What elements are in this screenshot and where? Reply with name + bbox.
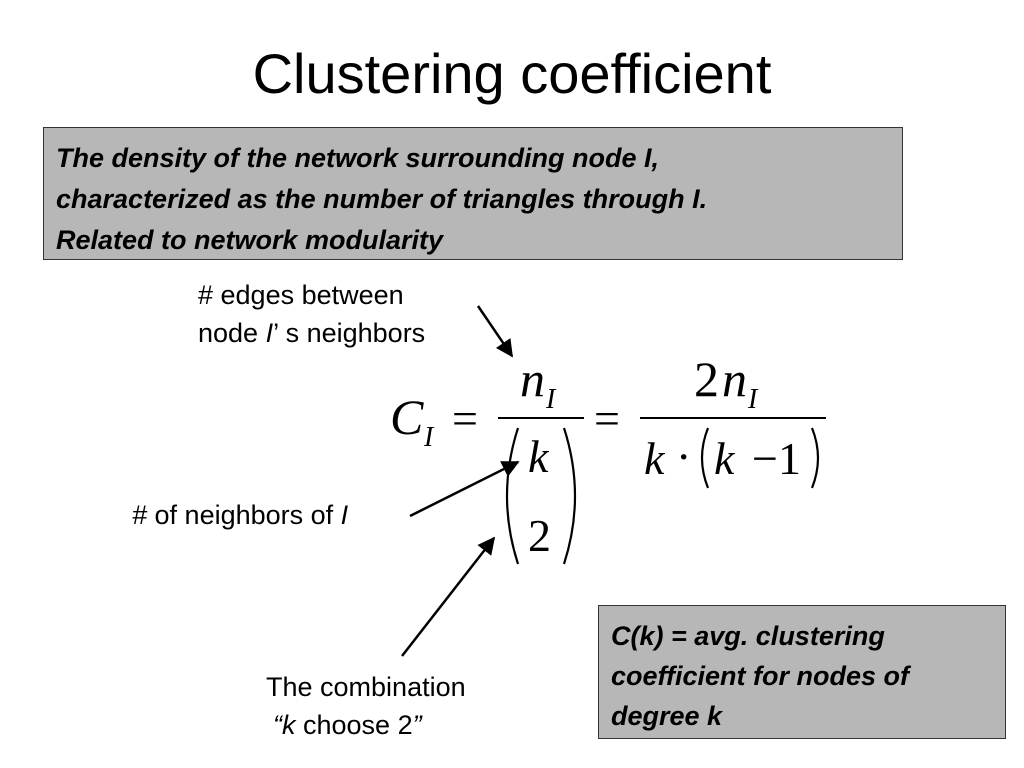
formula-c-subscript: I: [423, 422, 435, 453]
formula-equals-2: =: [594, 393, 620, 444]
ck-line-2: coefficient for nodes of: [611, 661, 910, 691]
binomial-right-paren: [562, 427, 577, 565]
binomial-2: 2: [528, 510, 551, 561]
formula-equals-1: =: [452, 393, 478, 444]
neighbors-text: of neighbors of: [147, 500, 341, 530]
denominator-minus-one: −1: [752, 433, 801, 484]
slide-title: Clustering coefficient: [252, 42, 772, 105]
ck-definition-box: C(k) = avg. clustering coefficient for n…: [598, 605, 1006, 739]
combination-close-quote: ”: [412, 710, 422, 740]
denominator-dot: ·: [676, 431, 691, 482]
combination-line-1: The combination: [266, 672, 466, 702]
ck-line-1: C(k) = avg. clustering: [611, 621, 885, 651]
edges-annotation-line-2: node I’ s neighbors: [198, 314, 425, 352]
definition-line-1: The density of the network surrounding n…: [56, 143, 660, 173]
edges-node-var: I: [265, 318, 274, 348]
edges-node-word: node: [198, 318, 266, 348]
combination-arrow: [401, 536, 496, 657]
binomial-left-paren: [505, 427, 520, 565]
formula-2: 2: [694, 351, 719, 407]
denominator-k1: k: [644, 433, 666, 484]
combination-annotation: The combination “k choose 2”: [266, 668, 466, 744]
definition-box: The density of the network surrounding n…: [43, 127, 903, 260]
edges-annotation-line-1: # edges between: [198, 280, 404, 310]
neighbors-hash: #: [132, 500, 148, 530]
combination-line-2: “k choose 2”: [266, 706, 466, 744]
edges-neighbors-word: ’ s neighbors: [273, 318, 426, 348]
formula-2n: n: [722, 351, 747, 407]
formula-n: n: [520, 351, 545, 407]
ck-line-3: degree k: [611, 701, 723, 731]
formula-2n-subscript: I: [747, 384, 759, 415]
definition-line-3: Related to network modularity: [56, 225, 444, 255]
denominator-k2: k: [714, 433, 736, 484]
edges-annotation: # edges between node I’ s neighbors: [198, 276, 425, 352]
neighbors-arrow: [409, 460, 520, 518]
formula-n-subscript: I: [545, 384, 557, 415]
denominator-right-paren: [810, 427, 820, 489]
denominator-left-paren: [700, 427, 710, 489]
combination-var: k: [282, 710, 296, 740]
edges-arrow: [476, 305, 514, 358]
definition-line-2: characterized as the number of triangles…: [56, 184, 708, 214]
formula-c: C: [390, 389, 424, 445]
combination-open-quote: “: [273, 710, 282, 740]
combination-text: choose 2: [295, 710, 413, 740]
neighbors-annotation: # of neighbors of I: [132, 496, 348, 534]
neighbors-var: I: [340, 500, 349, 530]
binomial-k: k: [528, 431, 550, 482]
